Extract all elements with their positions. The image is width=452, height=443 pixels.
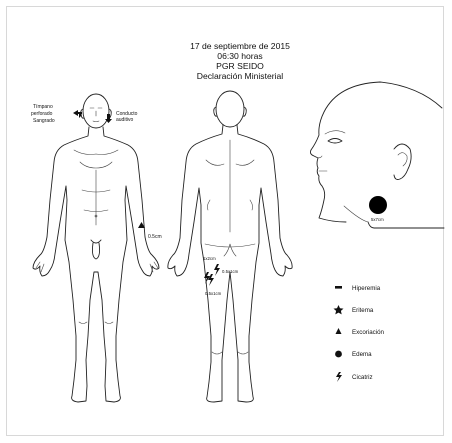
legend: Hiperemia Eritema Excoriación Edema Cica… bbox=[333, 285, 384, 382]
conducto-label-2: auditivo bbox=[116, 117, 133, 123]
star-icon bbox=[333, 305, 343, 314]
legend-label-1: Eritema bbox=[352, 307, 374, 314]
lightning-icon bbox=[336, 372, 342, 382]
legend-label-0: Hiperemia bbox=[352, 285, 381, 292]
timpano-label-2: perforado bbox=[31, 111, 53, 117]
head-profile: 5x7cm bbox=[310, 82, 444, 228]
legend-label-4: Cicatriz bbox=[352, 374, 373, 381]
back-size-2: 0.5x1cm bbox=[222, 269, 239, 274]
timpano-label-1: Tímpano bbox=[33, 104, 53, 110]
lightning-icon bbox=[208, 274, 214, 286]
front-body bbox=[33, 94, 159, 402]
edema-marker bbox=[369, 196, 387, 214]
back-size-3: 0.5x1cm bbox=[205, 291, 222, 296]
legend-label-2: Excoriación bbox=[352, 329, 385, 336]
head-size: 5x7cm bbox=[371, 217, 384, 222]
timpano-label-3: Sangrado bbox=[33, 118, 55, 124]
back-annotations: 1x2cm 0.5x1cm 0.5x1cm bbox=[203, 256, 239, 296]
lightning-icon bbox=[214, 264, 220, 276]
back-size-1: 1x2cm bbox=[203, 256, 216, 261]
front-arm-size: 0.5cm bbox=[148, 234, 162, 240]
back-body bbox=[168, 91, 292, 402]
dash-icon bbox=[335, 286, 342, 289]
circle-icon bbox=[335, 351, 342, 358]
triangle-icon bbox=[336, 328, 342, 334]
legend-label-3: Edema bbox=[352, 351, 372, 358]
front-annotations: Tímpano perforado Sangrado Conducto audi… bbox=[31, 104, 162, 240]
